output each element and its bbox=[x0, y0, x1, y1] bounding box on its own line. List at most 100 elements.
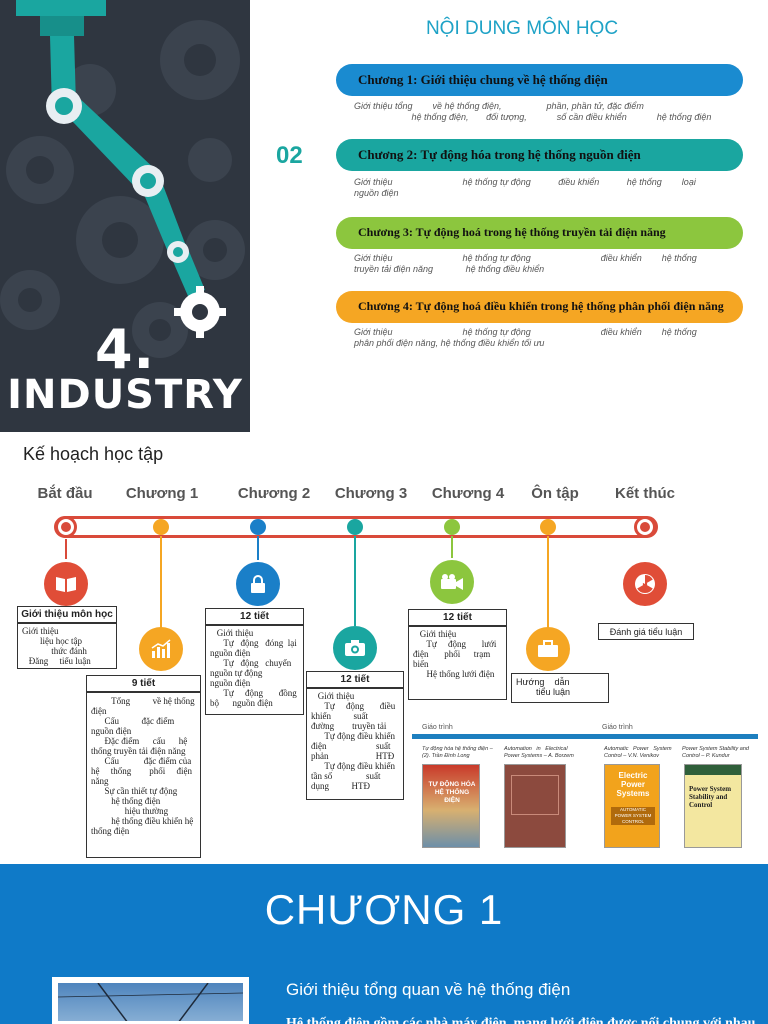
chapter-1-title: CHƯƠNG 1 bbox=[264, 886, 504, 933]
book-caption: Power System Stability and Control – P. … bbox=[682, 746, 758, 760]
desc-line: hệ thống điện, đối tượng, số cần điều kh… bbox=[354, 112, 712, 122]
timeline-start-dot bbox=[55, 516, 77, 538]
stage-label-end: Kết thúc bbox=[615, 485, 675, 502]
caption-line: Control – V.N. Venikov bbox=[604, 753, 660, 759]
chart-icon bbox=[139, 627, 183, 671]
ch4-line: điện phối trạm bbox=[413, 649, 491, 659]
textbook-label: Giáo trình bbox=[422, 724, 453, 731]
review-box: Hướng dẫn tiểu luận bbox=[511, 673, 609, 703]
ch4-line: Giới thiệu bbox=[413, 629, 457, 639]
timeline-dot-ch4 bbox=[444, 519, 460, 535]
ch1-line: hệ thống điện bbox=[91, 796, 161, 806]
ch2-line: Tự động chuyển bbox=[210, 658, 292, 668]
ch3-box-head: 12 tiết bbox=[306, 671, 404, 688]
book-title: Electric Power Systems bbox=[616, 771, 650, 798]
stage-label-ch4: Chương 4 bbox=[431, 485, 505, 502]
timeline-dot-ch2 bbox=[250, 519, 266, 535]
book-title: Power System Stability and Control bbox=[689, 785, 732, 809]
start-box: Giới thiệu liệu học tập thức đánh Đăng t… bbox=[17, 623, 117, 669]
section-number: 02 bbox=[276, 142, 303, 169]
textbook-strip bbox=[592, 734, 758, 739]
desc-line: Giới thiệu tổng về hệ thống điện, phần, … bbox=[354, 101, 644, 111]
cover-decoration bbox=[511, 775, 559, 815]
timeline-dot-ch1 bbox=[153, 519, 169, 535]
ch2-box-head: 12 tiết bbox=[205, 608, 304, 625]
stage-label-start: Bắt đầu bbox=[37, 485, 93, 502]
desc-line: nguồn điện bbox=[354, 188, 399, 198]
connector-ch3 bbox=[354, 536, 356, 626]
stage-label-ch1: Chương 1 bbox=[125, 485, 199, 502]
caption-line: Control – P. Kundur bbox=[682, 753, 730, 759]
desc-line: Giới thiệu hệ thống tự động điều khiển h… bbox=[354, 253, 697, 263]
study-plan-title: Kế hoạch học tập bbox=[23, 444, 164, 464]
ch1-line: thống truyền tải điện năng bbox=[91, 746, 186, 756]
chapter-1-body: Hệ thống điện gồm các nhà máy điện, mạng… bbox=[286, 1016, 756, 1024]
chapter-3-pill: Chương 3: Tự động hoá trong hệ thống tru… bbox=[336, 217, 743, 249]
ch1-line: hiệu thường bbox=[91, 806, 169, 816]
industry-hero-image: 4. INDUSTRY bbox=[0, 0, 250, 432]
ch3-line: tần số suất bbox=[311, 771, 381, 781]
caption-line: (2). Trần Đình Long bbox=[422, 753, 470, 759]
textbook-panel-left: Giáo trình Tự động hóa hệ thống điện – (… bbox=[412, 722, 592, 852]
slide-study-plan: Kế hoạch học tập Bắt đầu Chương 1 Chương… bbox=[0, 432, 768, 864]
chapter-1-desc: Giới thiệu tổng về hệ thống điện, phần, … bbox=[354, 101, 738, 123]
chapter-1-subtitle: Giới thiệu tổng quan về hệ thống điện bbox=[286, 980, 571, 999]
end-line: Đánh giá tiểu luận bbox=[609, 627, 683, 637]
ch2-box: Giới thiệu Tự động đóng lại nguồn điện T… bbox=[205, 625, 304, 715]
chapter-4-pill: Chương 4: Tự động hoá điều khiển trong h… bbox=[336, 291, 743, 323]
radiation-icon bbox=[623, 562, 667, 606]
ch1-line: Sự cần thiết tự động bbox=[91, 786, 178, 796]
chapter-4-desc: Giới thiệu hệ thống tự động điều khiển h… bbox=[354, 327, 738, 349]
ch3-line: Tự động điều bbox=[311, 701, 396, 711]
book-cover-stability: Power System Stability and Control bbox=[684, 764, 742, 848]
desc-line: Giới thiệu hệ thống tự động điều khiển h… bbox=[354, 327, 697, 337]
ch1-line: điện bbox=[91, 706, 107, 716]
desc-line: phân phối điện năng, hệ thống điều khiển… bbox=[354, 338, 545, 348]
ch1-line: năng bbox=[91, 776, 109, 786]
hero-number: 4. bbox=[94, 318, 156, 381]
ch3-line: đường truyền tải bbox=[311, 721, 387, 731]
ch4-box-head: 12 tiết bbox=[408, 609, 507, 626]
ch2-line: bộ nguồn điện bbox=[210, 698, 273, 708]
ch4-box: Giới thiệu Tự động lưới điện phối trạm b… bbox=[408, 626, 507, 700]
chapter-3-desc: Giới thiệu hệ thống tự động điều khiển h… bbox=[354, 253, 738, 275]
book-caption: Tự động hóa hệ thống điện – (2). Trần Đì… bbox=[422, 746, 502, 760]
ch2-line: Tự động đồng bbox=[210, 688, 297, 698]
stage-label-review: Ôn tập bbox=[531, 485, 579, 502]
ch3-box: Giới thiệu Tự động điều khiển suất đường… bbox=[306, 688, 404, 800]
connector-ch1 bbox=[160, 536, 162, 628]
ch3-line: dụng HTĐ bbox=[311, 781, 370, 791]
ch1-line: Cấu đặc điểm bbox=[91, 716, 175, 726]
ch2-line: Giới thiệu bbox=[210, 628, 254, 638]
ch3-line: điện suất bbox=[311, 741, 391, 751]
chapter-1-pill: Chương 1: Giới thiệu chung về hệ thống đ… bbox=[336, 64, 743, 96]
sky-image bbox=[58, 983, 243, 1021]
ch1-line: Cấu đặc điểm của bbox=[91, 756, 192, 766]
textbook-strip bbox=[412, 734, 592, 739]
start-line: thức đánh bbox=[22, 646, 87, 656]
caption-line: Automatic Power System bbox=[604, 746, 672, 752]
ch2-line: nguồn tự động bbox=[210, 668, 263, 678]
timeline-dot-ch3 bbox=[347, 519, 363, 535]
ch2-line: nguồn điện bbox=[210, 648, 251, 658]
desc-line: truyền tải điện năng hệ thống điều khiển bbox=[354, 264, 545, 274]
desc-line: Giới thiệu hệ thống tự động điều khiển h… bbox=[354, 177, 696, 187]
robot-arm-illustration bbox=[0, 0, 245, 358]
connector-ch2 bbox=[257, 536, 259, 560]
ch4-line: biến bbox=[413, 659, 429, 669]
start-line: liệu học tập bbox=[22, 636, 82, 646]
slide-chapter-1: CHƯƠNG 1 Giới thiệu tổng quan về hệ thốn… bbox=[0, 864, 768, 1024]
textbook-label: Giáo trình bbox=[602, 724, 633, 731]
slide-course-content: 4. INDUSTRY NỘI DUNG MÔN HỌC 02 Chương 1… bbox=[0, 0, 768, 432]
start-line: Đăng tiểu luận bbox=[22, 656, 91, 666]
book-cover-automation bbox=[504, 764, 566, 848]
hero-word: INDUSTRY bbox=[7, 372, 243, 418]
start-box-head: Giới thiệu môn học bbox=[17, 606, 117, 623]
connector-start bbox=[65, 539, 67, 559]
stage-label-ch3: Chương 3 bbox=[334, 485, 408, 502]
book-cover-electric-power: Electric Power Systems AUTOMATIC POWER S… bbox=[604, 764, 660, 848]
book-caption: Automatic Power System Control – V.N. Ve… bbox=[604, 746, 680, 760]
ch2-line: Tự động đóng lại bbox=[210, 638, 297, 648]
ch3-line: khiển suất bbox=[311, 711, 368, 721]
book-subtitle: AUTOMATIC POWER SYSTEM CONTROL bbox=[611, 807, 655, 825]
